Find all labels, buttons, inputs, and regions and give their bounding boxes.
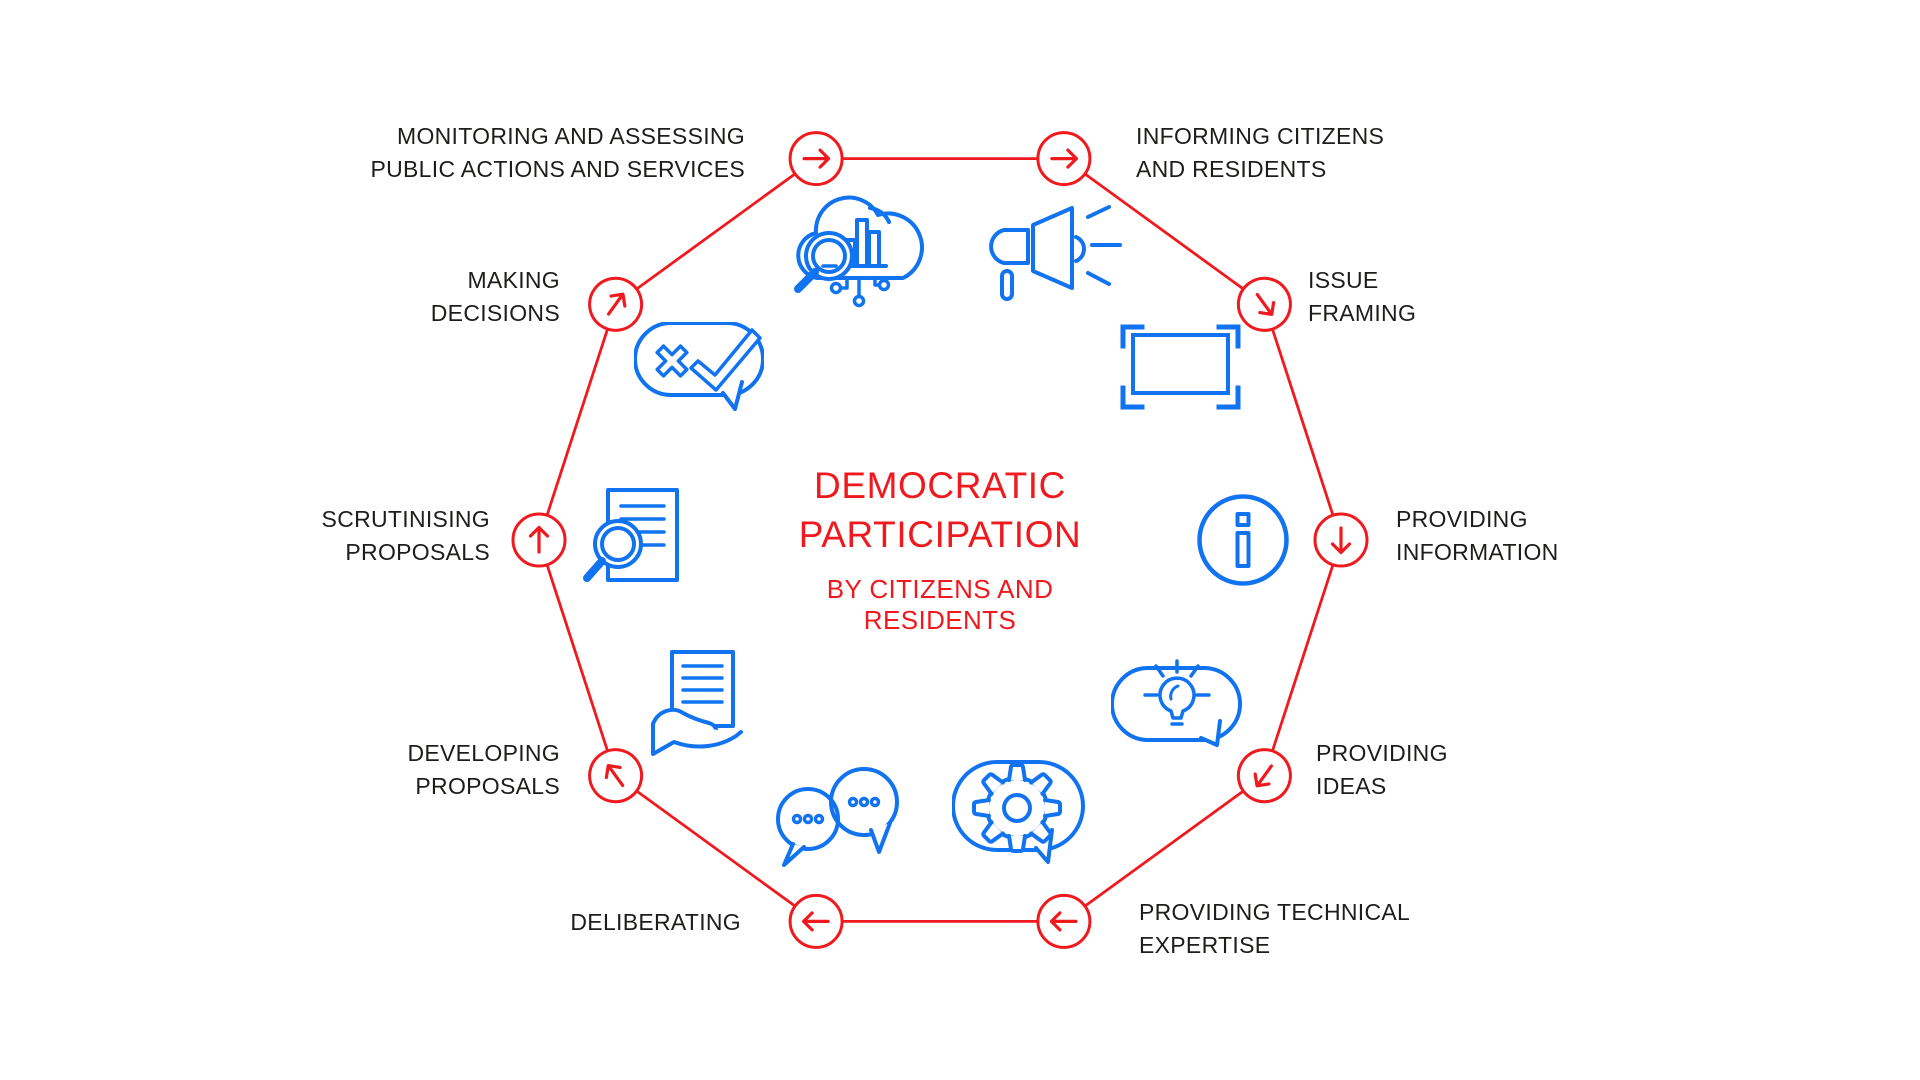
node-label-deliberating: DELIBERATING	[570, 909, 741, 935]
cycle-node-4-down-left-arrow	[1236, 748, 1292, 804]
arrow-icon	[802, 148, 831, 169]
node-label-informing: INFORMING CITIZENS AND RESIDENTS	[1136, 123, 1385, 182]
arrow-icon	[1253, 764, 1274, 788]
cycle-node-6-left-arrow	[788, 893, 844, 949]
check-cross-bubble-icon	[634, 322, 764, 411]
cycle-node-7-up-left-arrow	[588, 748, 644, 804]
node-label-providing-ideas: PROVIDING IDEAS	[1316, 740, 1448, 799]
arrow-icon	[606, 292, 627, 316]
megaphone-icon	[982, 205, 1122, 313]
gear-bubble-icon	[952, 758, 1086, 866]
document-magnifier-icon	[581, 486, 683, 586]
page-subtitle: BY CITIZENS AND RESIDENTS	[826, 574, 1054, 635]
page-title: DEMOCRATIC PARTICIPATION	[798, 465, 1082, 555]
arrow-icon	[1050, 148, 1079, 169]
cloud-analytics-icon	[780, 185, 940, 315]
node-label-technical-expertise: PROVIDING TECHNICAL EXPERTISE	[1139, 899, 1411, 958]
arrow-icon	[1330, 526, 1352, 555]
arrow-icon	[1255, 292, 1276, 317]
arrow-icon	[528, 525, 550, 554]
cycle-node-9-up-right-arrow	[588, 276, 644, 332]
cycle-node-1-right-arrow	[1036, 131, 1092, 187]
arrow-icon	[604, 763, 625, 788]
frame-icon	[1120, 324, 1242, 410]
arrow-icon	[801, 911, 830, 932]
cycle-node-2-down-right-arrow	[1236, 276, 1292, 332]
hand-document-icon	[643, 648, 750, 756]
cycle-node-5-left-arrow	[1036, 893, 1092, 949]
info-icon	[1195, 492, 1291, 588]
arrow-icon	[1049, 911, 1078, 932]
chat-bubbles-icon	[771, 762, 907, 880]
idea-bubble-icon	[1111, 655, 1245, 747]
node-label-monitoring: MONITORING AND ASSESSING PUBLIC ACTIONS …	[370, 123, 745, 182]
node-label-developing-proposals: DEVELOPING PROPOSALS	[407, 740, 560, 799]
cycle-node-3-down-arrow	[1313, 512, 1369, 568]
node-label-making-decisions: MAKING DECISIONS	[430, 267, 560, 326]
cycle-node-0-right-arrow	[788, 131, 844, 187]
node-label-providing-information: PROVIDING INFORMATION	[1396, 506, 1559, 565]
node-label-issue-framing: ISSUE FRAMING	[1308, 267, 1417, 326]
cycle-node-8-up-arrow	[511, 512, 567, 568]
node-label-scrutinising-proposals: SCRUTINISING PROPOSALS	[321, 506, 490, 565]
